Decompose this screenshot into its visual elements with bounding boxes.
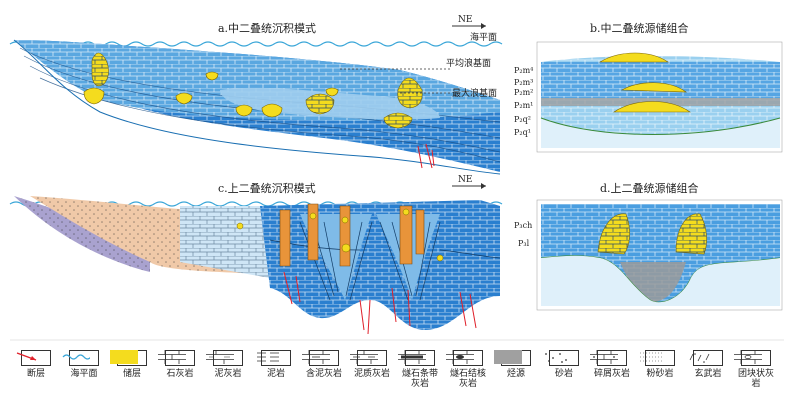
chert-band-limestone-icon: [398, 350, 435, 366]
sea-level-label: 海平面: [470, 31, 497, 43]
ne-label-c: NE: [458, 175, 472, 185]
muddy-limestone-icon: [350, 350, 387, 366]
legend-label-sea-level: 海平面: [70, 369, 98, 379]
fwb-label: 平均浪基面: [446, 57, 491, 69]
limestone-icon: [158, 350, 195, 366]
panel-b: P₂m⁴ P₂m³ P₂m² P₂m¹ P₂q² P₂q¹: [514, 41, 783, 153]
legend: 断层 海平面 储层 石灰岩 泥灰岩 泥岩 含泥灰岩 泥质灰岩 燧石条带灰岩燧石结核灰岩 烃源 砂岩 碎…: [14, 350, 784, 406]
legend-item-reservoir: 储层: [110, 350, 154, 379]
legend-item-sea-level: 海平面: [62, 350, 106, 379]
ne-label-a: NE: [458, 15, 472, 25]
reservoirs-b: [598, 52, 691, 113]
legend-item-fault: 断层: [14, 350, 58, 379]
strata-b-2: P₂m²: [514, 88, 533, 97]
legend-item-chert-band-limestone: 燧石条带灰岩: [398, 350, 442, 389]
mudstone-icon: [257, 350, 291, 366]
strata-b-4: P₂q²: [514, 115, 531, 124]
legend-label-lumpy-limestone: 团块状灰岩: [737, 369, 774, 389]
legend-label-basalt: 玄武岩: [694, 369, 722, 379]
legend-item-muddy-limestone: 泥质灰岩: [350, 350, 394, 379]
legend-item-marl: 泥灰岩: [206, 350, 250, 379]
legend-item-clastic-limestone: 碎屑灰岩: [590, 350, 634, 379]
legend-label-muddy-limestone: 泥质灰岩: [353, 369, 390, 379]
clastic-limestone-icon: [590, 350, 627, 366]
legend-item-sandstone: 砂岩: [542, 350, 586, 379]
swb-label: 最大浪基面: [452, 87, 497, 99]
legend-label-sandstone: 砂岩: [554, 369, 573, 379]
legend-item-siltstone: 粉砂岩: [638, 350, 682, 379]
strata-b-3: P₂m¹: [514, 101, 533, 110]
legend-item-chert-nodule-limestone: 燧石结核灰岩: [446, 350, 490, 389]
lumpy-limestone-icon: [734, 350, 771, 366]
legend-label-chert-nodule-limestone: 燧石结核灰岩: [449, 369, 486, 389]
panel-c-title: c.上二叠统沉积模式: [218, 182, 316, 195]
legend-item-source-rock: 烃源: [494, 350, 538, 379]
panel-a-title: a.中二叠统沉积模式: [218, 22, 317, 35]
siltstone-icon: [640, 350, 675, 366]
legend-label-limestone: 石灰岩: [166, 369, 194, 379]
strata-b-1: P₂m³: [514, 78, 533, 87]
chert-nodule-limestone-icon: [446, 350, 483, 366]
legend-item-basalt: 玄武岩: [686, 350, 730, 379]
source-basin-d: [620, 262, 686, 302]
argillaceous-limestone-icon: [302, 350, 339, 366]
legend-label-source-rock: 烃源: [506, 369, 525, 379]
faults-a: [417, 143, 435, 169]
panel-d: P₃ch P₃l: [514, 199, 783, 311]
legend-label-siltstone: 粉砂岩: [646, 369, 674, 379]
legend-label-fault: 断层: [26, 369, 45, 379]
legend-label-clastic-limestone: 碎屑灰岩: [593, 369, 630, 379]
panel-d-title: d.上二叠统源储组合: [600, 182, 699, 195]
legend-label-chert-band-limestone: 燧石条带灰岩: [401, 369, 438, 389]
legend-item-limestone: 石灰岩: [158, 350, 202, 379]
legend-label-marl: 泥灰岩: [214, 369, 242, 379]
reservoir-icon: [110, 350, 147, 366]
panel-a: NE 海平面 平均浪基面 最大浪基面: [9, 15, 503, 175]
fault-icon: [16, 350, 51, 366]
legend-item-lumpy-limestone: 团块状灰岩: [734, 350, 778, 389]
legend-label-mudstone: 泥岩: [266, 369, 285, 379]
strata-b-5: P₂q¹: [514, 128, 531, 137]
legend-label-reservoir: 储层: [122, 369, 141, 379]
legend-item-argillaceous-limestone: 含泥灰岩: [302, 350, 346, 379]
sandstone-icon: [545, 350, 579, 366]
strata-d-0: P₃ch: [514, 221, 532, 230]
sea-level-icon: [62, 350, 99, 366]
panel-b-title: b.中二叠统源储组合: [590, 22, 689, 35]
faults-c: [283, 271, 477, 335]
legend-label-argillaceous-limestone: 含泥灰岩: [305, 369, 342, 379]
basalt-icon: [689, 350, 723, 366]
legend-item-mudstone: 泥岩: [254, 350, 298, 379]
marl-icon: [206, 350, 243, 366]
source-rock-icon: [494, 350, 531, 366]
strata-d-1: P₃l: [518, 239, 530, 248]
panel-c: NE: [9, 175, 503, 335]
strata-b-0: P₂m⁴: [514, 66, 533, 75]
